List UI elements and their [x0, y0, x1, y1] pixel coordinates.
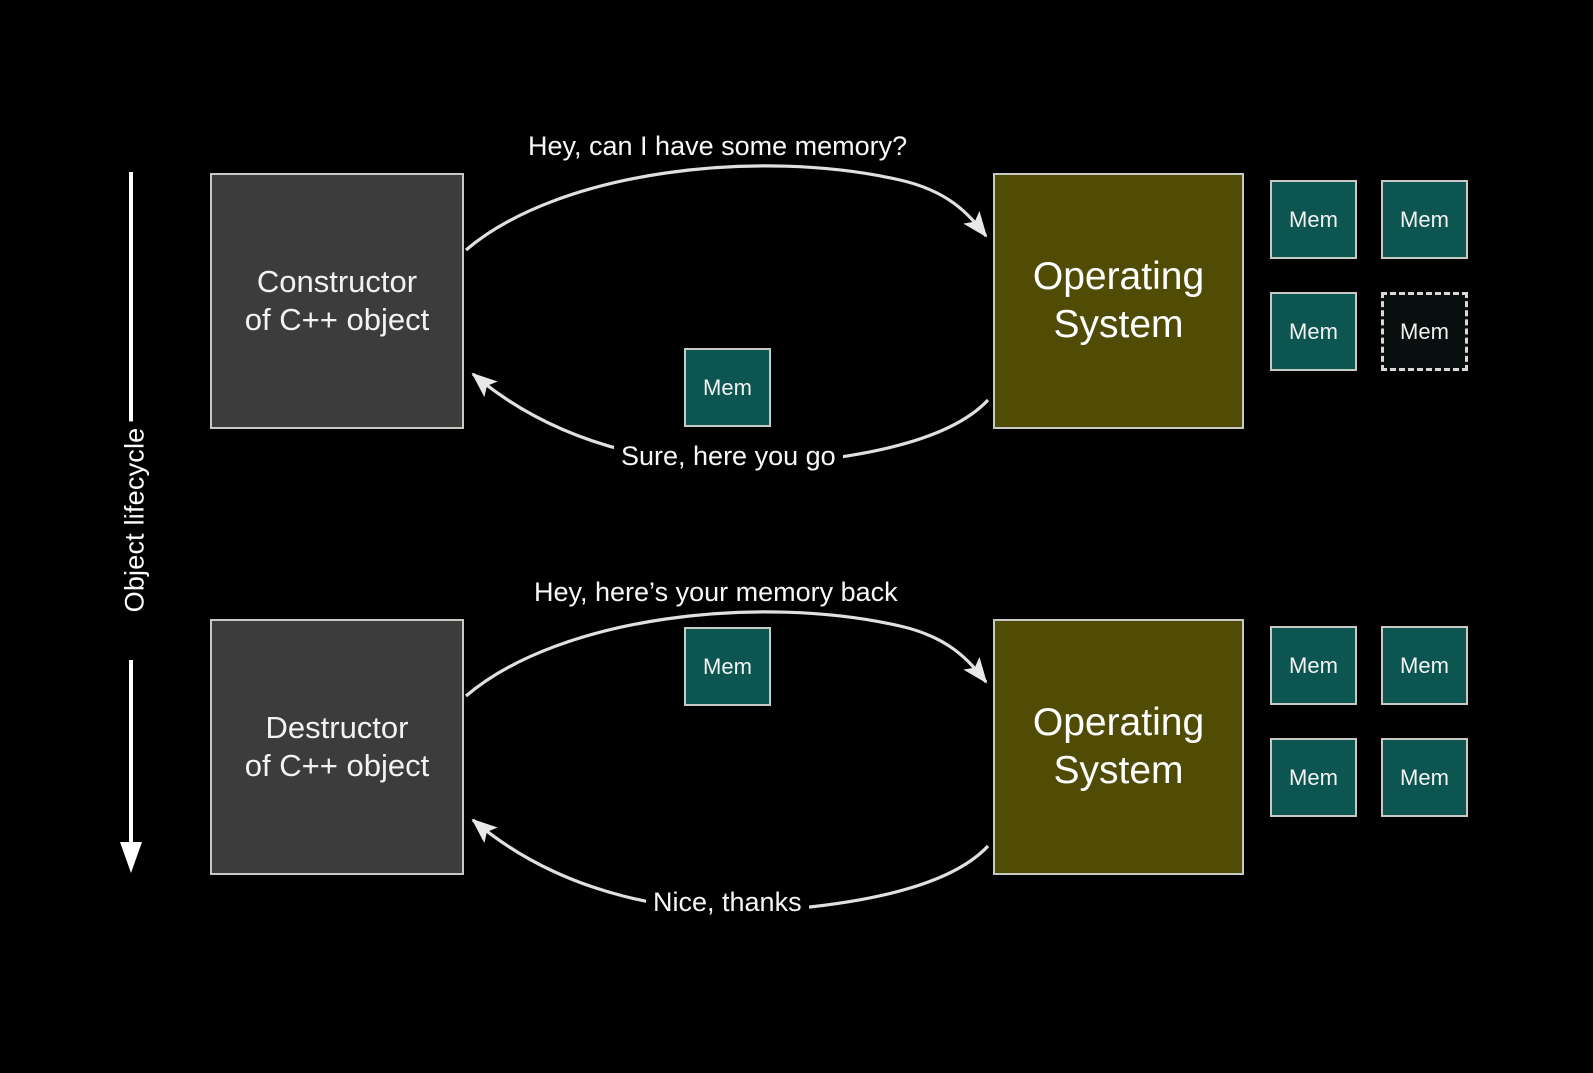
- speech-response-destruction: Nice, thanks: [646, 886, 809, 919]
- os-line-1-construction: Operating: [1032, 254, 1205, 298]
- mem-pool-block-4-free-construction[interactable]: Mem: [1381, 292, 1468, 371]
- constructor-line-1: Constructor: [256, 263, 418, 299]
- mem-block-label: Mem: [1400, 652, 1449, 678]
- mem-block-label: Mem: [1400, 764, 1449, 790]
- arrow-request-construction: [464, 164, 988, 252]
- destructor-box[interactable]: Destructor of C++ object: [210, 619, 464, 875]
- operating-system-box-construction[interactable]: Operating System: [993, 173, 1244, 429]
- speech-response-construction: Sure, here you go: [614, 440, 843, 473]
- mem-block-label: Mem: [1289, 206, 1338, 232]
- mem-block-in-transit-construction[interactable]: Mem: [684, 348, 771, 427]
- mem-pool-block-2-construction[interactable]: Mem: [1381, 180, 1468, 259]
- mem-pool-block-1-destruction[interactable]: Mem: [1270, 626, 1357, 705]
- mem-block-label: Mem: [703, 374, 752, 400]
- mem-block-label: Mem: [1400, 318, 1449, 344]
- constructor-box[interactable]: Constructor of C++ object: [210, 173, 464, 429]
- os-line-1-destruction: Operating: [1032, 700, 1205, 744]
- mem-block-label: Mem: [1289, 318, 1338, 344]
- speech-request-destruction: Hey, here’s your memory back: [527, 576, 905, 609]
- constructor-box-text: Constructor of C++ object: [245, 263, 429, 340]
- os-box-text-destruction: Operating System: [1033, 699, 1204, 796]
- operating-system-box-destruction[interactable]: Operating System: [993, 619, 1244, 875]
- mem-block-label: Mem: [1400, 206, 1449, 232]
- os-line-2-construction: System: [1053, 303, 1184, 346]
- mem-block-label: Mem: [703, 653, 752, 679]
- os-box-text-construction: Operating System: [1033, 253, 1204, 350]
- destructor-line-1: Destructor: [265, 709, 409, 745]
- constructor-line-2: of C++ object: [244, 302, 430, 337]
- os-line-2-destruction: System: [1053, 749, 1184, 792]
- speech-request-construction: Hey, can I have some memory?: [521, 130, 915, 163]
- object-lifecycle-label: Object lifecycle: [119, 421, 151, 619]
- destructor-line-2: of C++ object: [244, 748, 430, 783]
- mem-pool-block-3-construction[interactable]: Mem: [1270, 292, 1357, 371]
- destructor-box-text: Destructor of C++ object: [245, 709, 429, 786]
- mem-pool-block-2-destruction[interactable]: Mem: [1381, 626, 1468, 705]
- mem-pool-block-4-destruction[interactable]: Mem: [1381, 738, 1468, 817]
- mem-pool-block-3-destruction[interactable]: Mem: [1270, 738, 1357, 817]
- object-lifecycle-axis: Object lifecycle: [95, 160, 175, 880]
- mem-block-in-transit-destruction[interactable]: Mem: [684, 627, 771, 706]
- mem-block-label: Mem: [1289, 652, 1338, 678]
- mem-pool-block-1-construction[interactable]: Mem: [1270, 180, 1357, 259]
- mem-block-label: Mem: [1289, 764, 1338, 790]
